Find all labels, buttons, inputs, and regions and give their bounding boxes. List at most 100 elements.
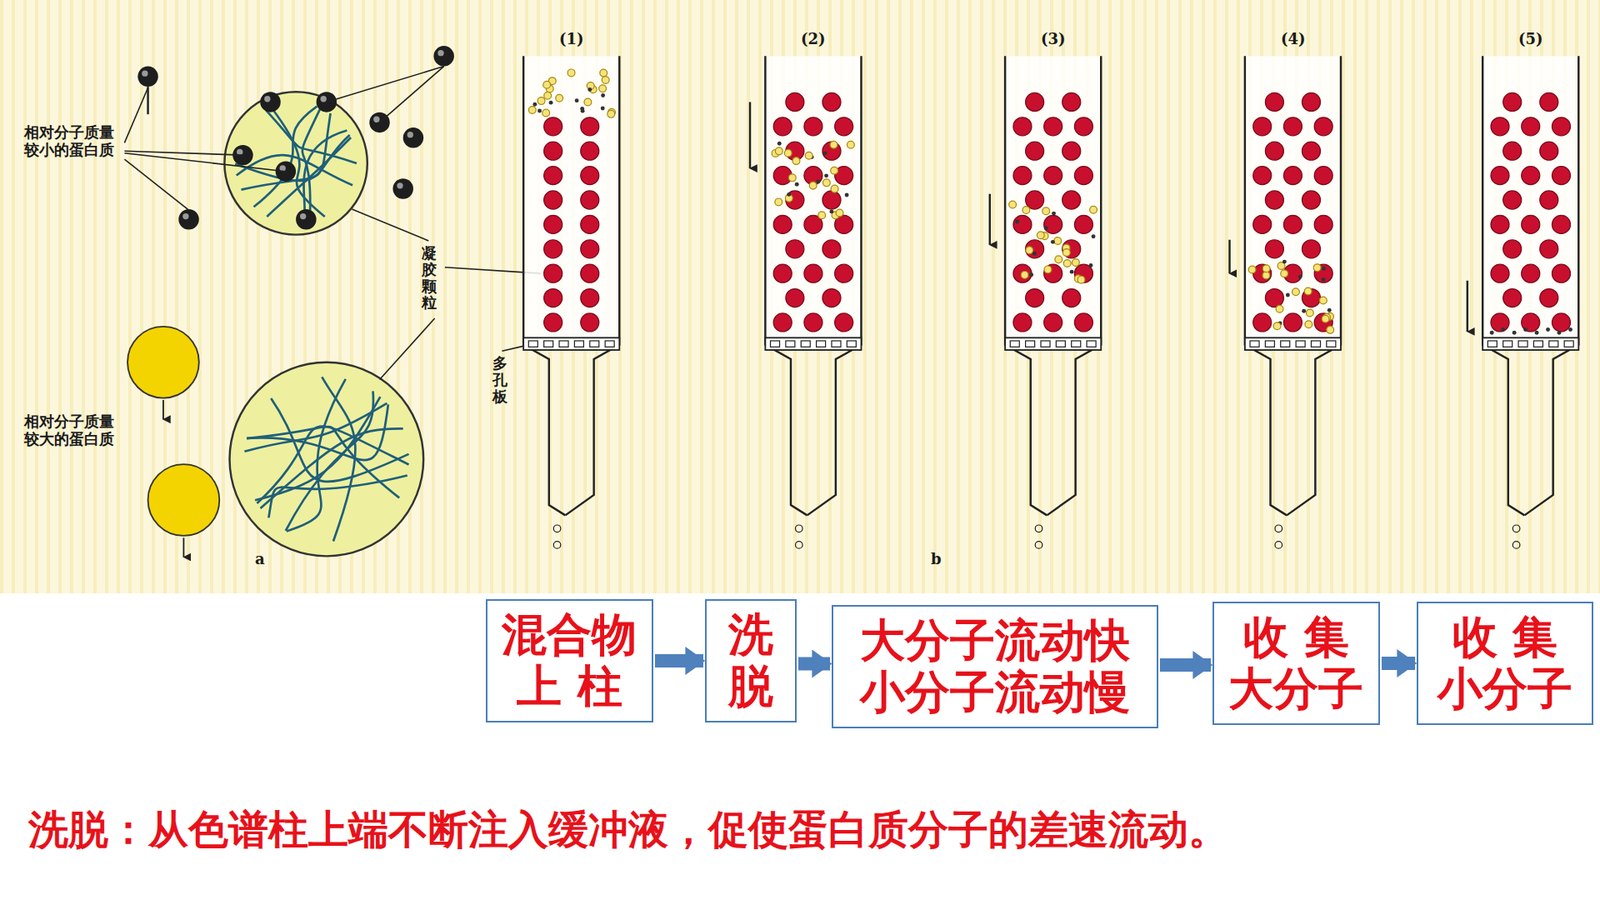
chromatography-column: [523, 55, 620, 549]
flow-arrow: [798, 657, 830, 671]
gel-bead: [1013, 264, 1032, 283]
gel-bead: [1490, 166, 1510, 185]
gel-bead: [1062, 240, 1081, 259]
gel-bead: [1551, 117, 1570, 136]
small-protein: [1285, 293, 1290, 298]
small-protein: [537, 109, 542, 114]
small-protein: [1050, 240, 1055, 245]
column-wall: [1005, 55, 1047, 515]
gel-bead: [1044, 313, 1063, 332]
porous-plate: [1005, 337, 1101, 350]
column-number: (2): [800, 30, 826, 49]
chromatography-column: [1467, 55, 1579, 549]
small-protein: [1523, 327, 1528, 332]
highlight: [407, 131, 414, 138]
gel-bead: [1551, 313, 1570, 332]
large-protein: [1090, 205, 1098, 214]
small-protein: [824, 173, 829, 178]
gel-bead: [1283, 117, 1302, 136]
small-protein: [823, 150, 828, 155]
highlight: [437, 50, 444, 56]
background-band: [0, 0, 1600, 594]
plate-hole: [785, 340, 795, 347]
small-protein: [1321, 277, 1326, 282]
gel-bead: [822, 289, 841, 308]
gel-bead: [580, 190, 600, 210]
small-protein: [295, 209, 316, 230]
large-protein: [830, 166, 839, 175]
large-protein: [1071, 259, 1080, 267]
gel-bead: [1301, 92, 1320, 111]
gel-bead: [580, 289, 600, 308]
gel-bead: [580, 240, 600, 259]
gel-bead: [835, 313, 854, 332]
gel-bead: [773, 117, 792, 136]
drop: [795, 541, 803, 550]
plate-hole: [1086, 340, 1096, 347]
flow-arrow: [1228, 240, 1230, 274]
large-protein: [1055, 255, 1063, 264]
large-protein: [809, 181, 817, 190]
gel-bead: [580, 215, 600, 234]
column-wall: [1245, 55, 1287, 515]
large-protein: [1326, 325, 1335, 334]
large-protein: [555, 94, 564, 102]
plate-hole: [605, 340, 615, 347]
chromatography-column: [750, 55, 861, 549]
leader-line: [380, 66, 445, 123]
large-protein: [1280, 270, 1289, 278]
highlight: [300, 213, 306, 220]
small-protein: [816, 180, 821, 185]
plate-hole: [1549, 340, 1559, 347]
gel-bead: [785, 289, 805, 308]
small-protein: [1089, 263, 1094, 268]
small-protein: [178, 209, 199, 230]
gel-bead: [1265, 141, 1284, 160]
plate-hole: [1533, 340, 1543, 347]
gel-bead: [1490, 313, 1510, 332]
large-protein: [1248, 265, 1256, 274]
small-protein: [1490, 330, 1495, 335]
column-number: (1): [559, 30, 585, 49]
small-protein: [1070, 270, 1075, 275]
small-protein: [1015, 220, 1020, 225]
gel-bead: [1503, 92, 1522, 111]
small-protein: [1298, 275, 1303, 280]
small-protein: [1091, 234, 1096, 239]
gel-bead: [1074, 215, 1093, 234]
part-label: 相对分子质量较小的蛋白质: [24, 124, 118, 159]
process-box: 混合物 上 柱: [485, 599, 654, 723]
large-protein: [1020, 270, 1029, 279]
gel-bead: [1025, 190, 1045, 210]
plate-hole: [544, 340, 554, 347]
large-protein: [1305, 309, 1314, 317]
gel-bead: [785, 92, 805, 111]
large-protein: [1273, 322, 1281, 330]
small-protein: [369, 112, 390, 133]
gel-bead: [544, 264, 563, 283]
process-box: 洗 脱: [705, 599, 797, 723]
porous-plate: [1245, 337, 1341, 350]
step-text: 大分子流动快 小分子流动慢: [855, 615, 1135, 719]
column-number: (4): [1280, 30, 1306, 49]
small-protein: [580, 106, 585, 111]
large-protein: [822, 179, 830, 187]
drop: [1035, 525, 1043, 533]
plate-hole: [1025, 340, 1035, 347]
drop: [1275, 525, 1283, 533]
gel-bead: [1521, 117, 1540, 136]
large-protein: [1275, 305, 1284, 313]
gel-bead: [580, 117, 600, 136]
plate-hole: [1503, 340, 1513, 347]
gel-bead: [544, 215, 563, 234]
gel-bead: [773, 264, 792, 283]
chromatography-column: [1230, 55, 1341, 549]
leader-line: [124, 87, 148, 143]
gel-bead: [224, 91, 367, 235]
gel-bead: [544, 166, 563, 185]
part-label: 凝胶颗粒: [421, 245, 437, 311]
polymer-strand: [321, 376, 355, 541]
small-protein: [829, 209, 834, 214]
gel-bead: [804, 313, 823, 332]
